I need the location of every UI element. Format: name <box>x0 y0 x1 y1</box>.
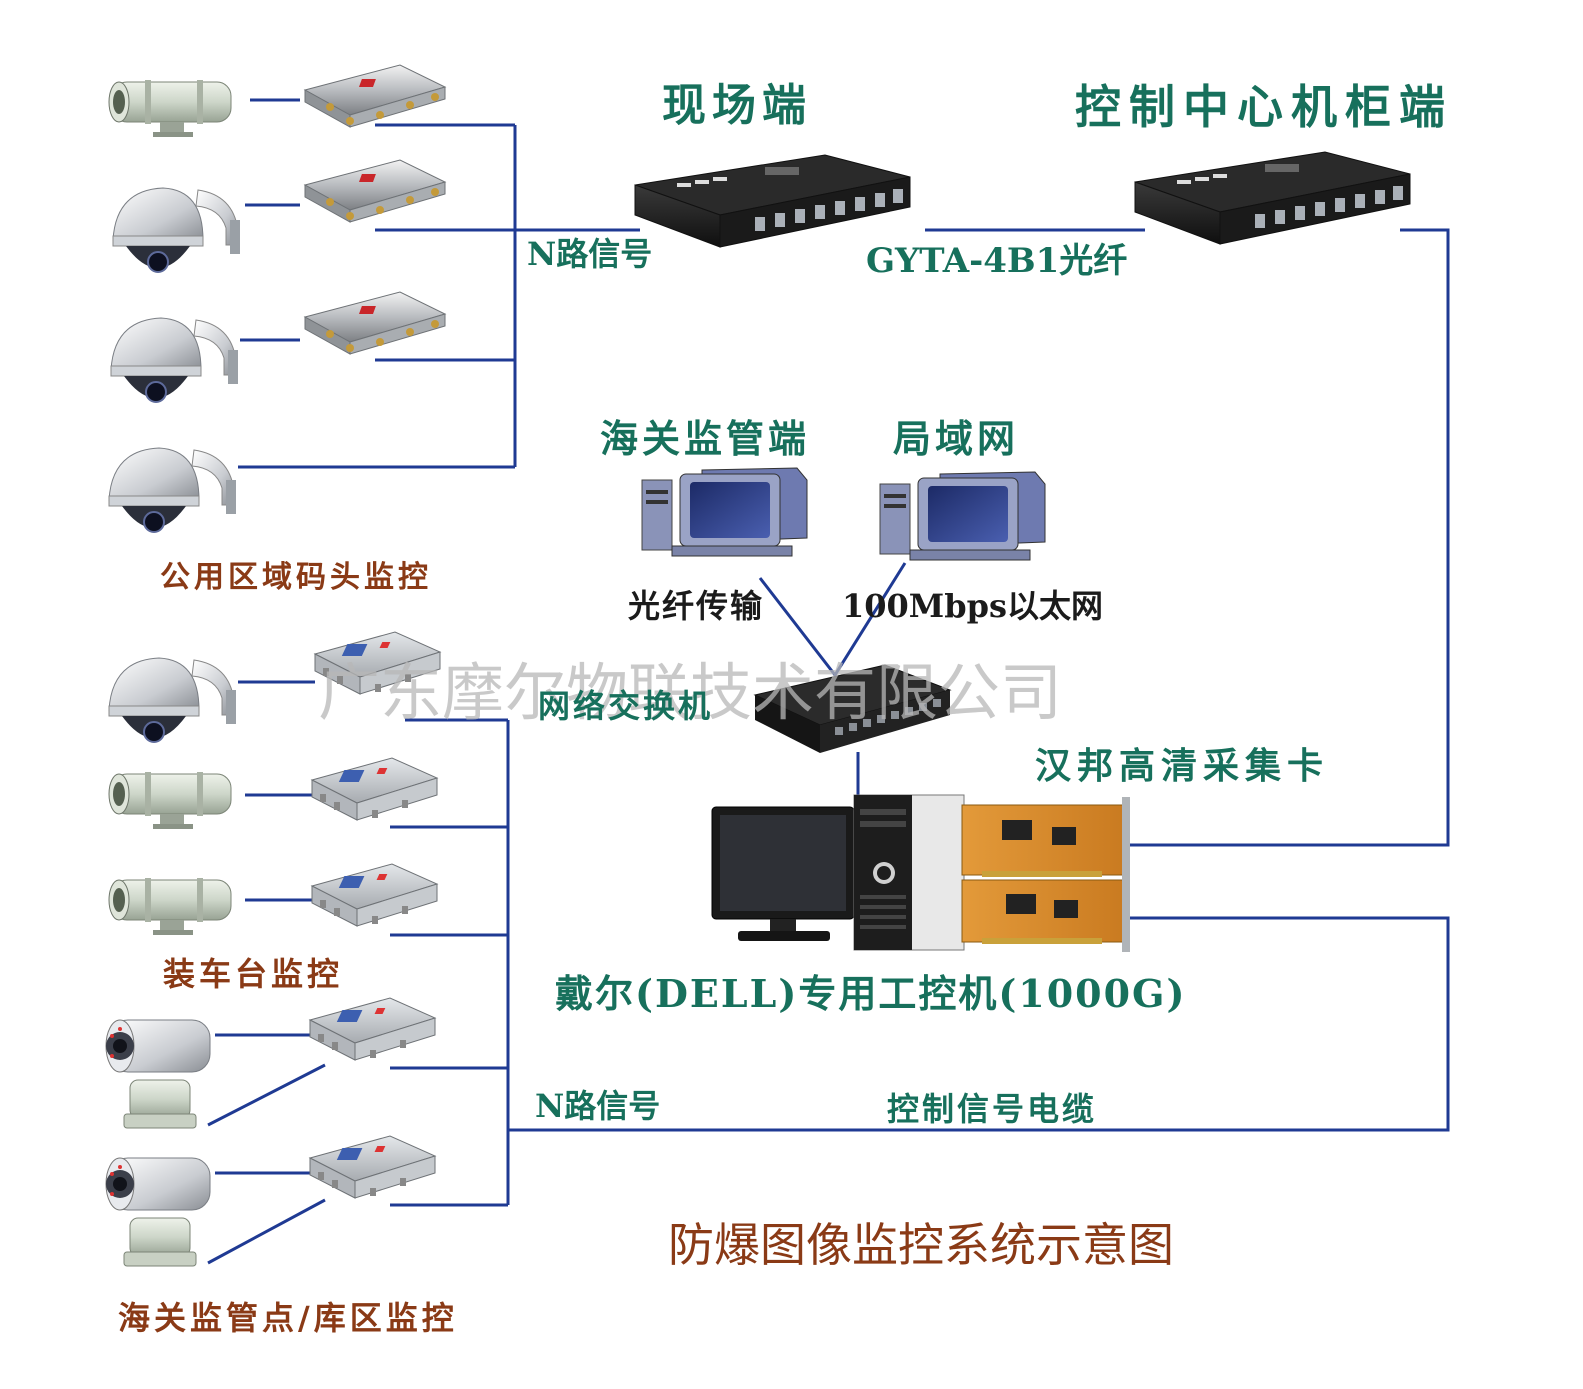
control-center-label: 控制中心机柜端 <box>1075 80 1453 134</box>
crt-computer-icon <box>879 471 1046 561</box>
junction-box-icon <box>304 291 446 355</box>
pan-tilt-camera-icon <box>105 1019 211 1129</box>
dome-camera-icon <box>108 657 237 743</box>
line-switch <box>758 562 907 798</box>
capture-card-icon <box>961 797 1130 885</box>
line-center-right <box>1128 228 1450 847</box>
junction-box-icon <box>309 1135 436 1199</box>
fiber-transceiver-icon <box>1134 151 1411 245</box>
n-signal-bottom-label: N路信号 <box>535 1087 661 1125</box>
customs-points-label: 海关监管点/库区监控 <box>118 1299 458 1337</box>
diagram-title: 防爆图像监控系统示意图 <box>668 1218 1174 1272</box>
public-dock-label: 公用区域码头监控 <box>160 560 432 595</box>
crt-computer-icon <box>641 467 808 557</box>
pan-tilt-camera-icon <box>105 1157 211 1267</box>
fiber-transceiver-icon <box>634 154 911 248</box>
dome-camera-icon <box>112 187 241 273</box>
bullet-camera-icon <box>108 877 232 936</box>
dell-workstation-icon <box>711 794 965 951</box>
network-switch-icon <box>753 664 952 753</box>
connection-lines <box>207 98 1450 1265</box>
dome-camera-icon <box>108 447 237 533</box>
network-switch-label: 网络交换机 <box>538 687 714 725</box>
line-top-bus <box>238 98 640 469</box>
bullet-camera-icon <box>108 79 232 138</box>
capture-card-icon <box>961 872 1130 952</box>
loading-platform-label: 装车台监控 <box>163 955 344 993</box>
ethernet-label: 100Mbps以太网 <box>842 587 1103 625</box>
capture-card-label: 汉邦高清采集卡 <box>1035 745 1330 787</box>
dome-camera-icon <box>110 317 239 403</box>
junction-box-icon <box>309 997 436 1061</box>
fiber-cable-label: GYTA-4B1光纤 <box>866 241 1128 281</box>
lan-label: 局域网 <box>893 416 1020 461</box>
junction-box-icon <box>304 159 446 223</box>
junction-box-icon <box>311 757 438 821</box>
line-bottom-bus <box>207 680 1450 1265</box>
fiber-transmission-label: 光纤传输 <box>628 587 765 625</box>
field-end-label: 现场端 <box>662 80 812 131</box>
dell-pc-label: 戴尔(DELL)专用工控机(1000G) <box>555 971 1187 1016</box>
n-signal-top-label: N路信号 <box>527 235 653 273</box>
junction-box-icon <box>304 64 446 128</box>
junction-box-icon <box>311 863 438 927</box>
bullet-camera-icon <box>108 771 232 830</box>
watermark: 广东摩尔物联技术有限公司 <box>318 656 1063 729</box>
control-cable-label: 控制信号电缆 <box>887 1090 1098 1128</box>
customs-end-label: 海关监管端 <box>600 416 811 461</box>
